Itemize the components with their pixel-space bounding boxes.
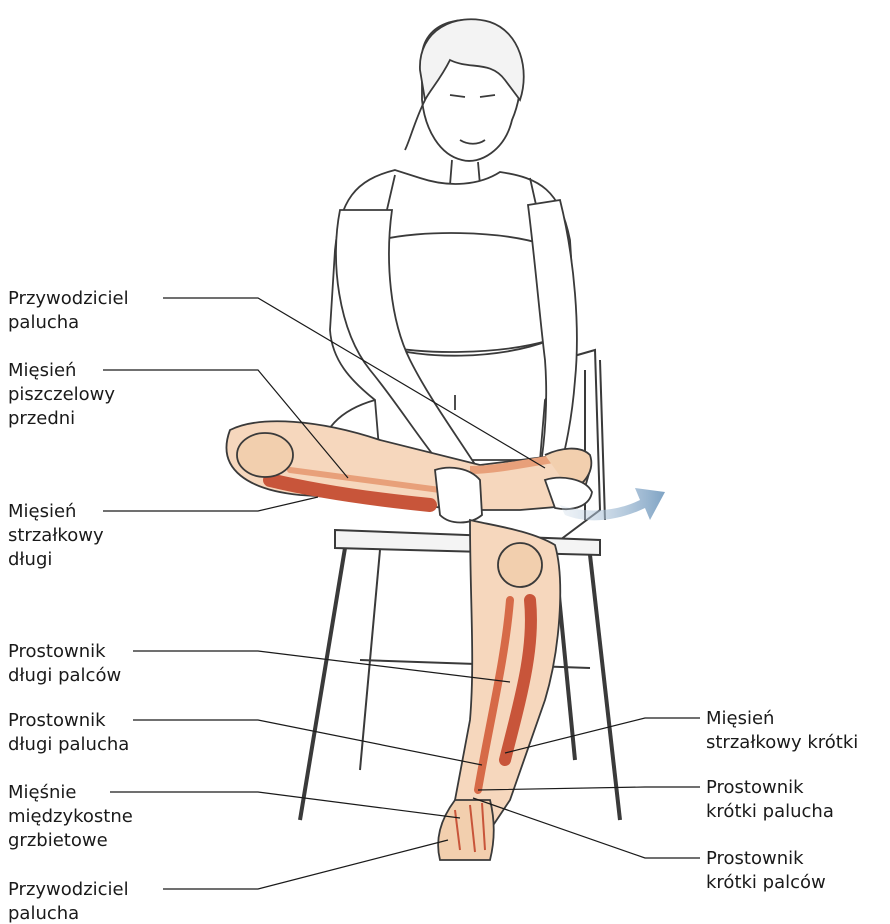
label-line: Mięsień bbox=[8, 500, 104, 524]
label-line: Prostownik bbox=[706, 847, 826, 871]
label-miesien-piszczelowy-przedni: Mięsień piszczelowy przedni bbox=[8, 359, 115, 431]
label-prostownik-dlugi-palcow: Prostownik długi palców bbox=[8, 640, 121, 688]
label-line: Prostownik bbox=[8, 709, 129, 733]
leader-miedzykostne bbox=[110, 792, 460, 818]
label-line: długi palców bbox=[8, 664, 121, 688]
label-line: krótki palców bbox=[706, 871, 826, 895]
label-line: grzbietowe bbox=[8, 829, 133, 853]
label-miesien-strzalkowy-krotki: Mięsień strzałkowy krótki bbox=[706, 707, 858, 755]
label-line: międzykostne bbox=[8, 805, 133, 829]
label-line: Przywodziciel bbox=[8, 287, 129, 311]
label-line: Prostownik bbox=[8, 640, 121, 664]
label-prostownik-dlugi-palucha: Prostownik długi palucha bbox=[8, 709, 129, 757]
label-line: Prostownik bbox=[706, 776, 834, 800]
leader-prostownik-krotki-palcow bbox=[473, 798, 700, 858]
label-miesnie-miedzykostne-grzbietowe: Mięśnie międzykostne grzbietowe bbox=[8, 781, 133, 853]
standing-leg bbox=[438, 520, 560, 860]
label-line: długi bbox=[8, 548, 104, 572]
leader-prostownik-palucha bbox=[133, 720, 482, 765]
label-prostownik-krotki-palcow: Prostownik krótki palców bbox=[706, 847, 826, 895]
label-line: palucha bbox=[8, 311, 129, 335]
label-line: Mięsień bbox=[706, 707, 858, 731]
label-line: strzałkowy bbox=[8, 524, 104, 548]
label-prostownik-krotki-palucha: Prostownik krótki palucha bbox=[706, 776, 834, 824]
label-miesien-strzalkowy-dlugi: Mięsień strzałkowy długi bbox=[8, 500, 104, 572]
label-line: palucha bbox=[8, 902, 129, 924]
label-line: piszczelowy bbox=[8, 383, 115, 407]
label-line: przedni bbox=[8, 407, 115, 431]
label-line: Mięśnie bbox=[8, 781, 133, 805]
label-przywodziciel-palucha-bottom: Przywodziciel palucha bbox=[8, 878, 129, 924]
label-line: długi palucha bbox=[8, 733, 129, 757]
label-przywodziciel-palucha-top: Przywodziciel palucha bbox=[8, 287, 129, 335]
head bbox=[405, 19, 524, 185]
leader-przywodziciel-bottom bbox=[163, 840, 448, 889]
leader-strzalkowy-dlugi bbox=[103, 497, 318, 511]
label-line: krótki palucha bbox=[706, 800, 834, 824]
label-line: strzałkowy krótki bbox=[706, 731, 858, 755]
label-line: Mięsień bbox=[8, 359, 115, 383]
leader-prostownik-palcow bbox=[133, 651, 510, 682]
label-line: Przywodziciel bbox=[8, 878, 129, 902]
